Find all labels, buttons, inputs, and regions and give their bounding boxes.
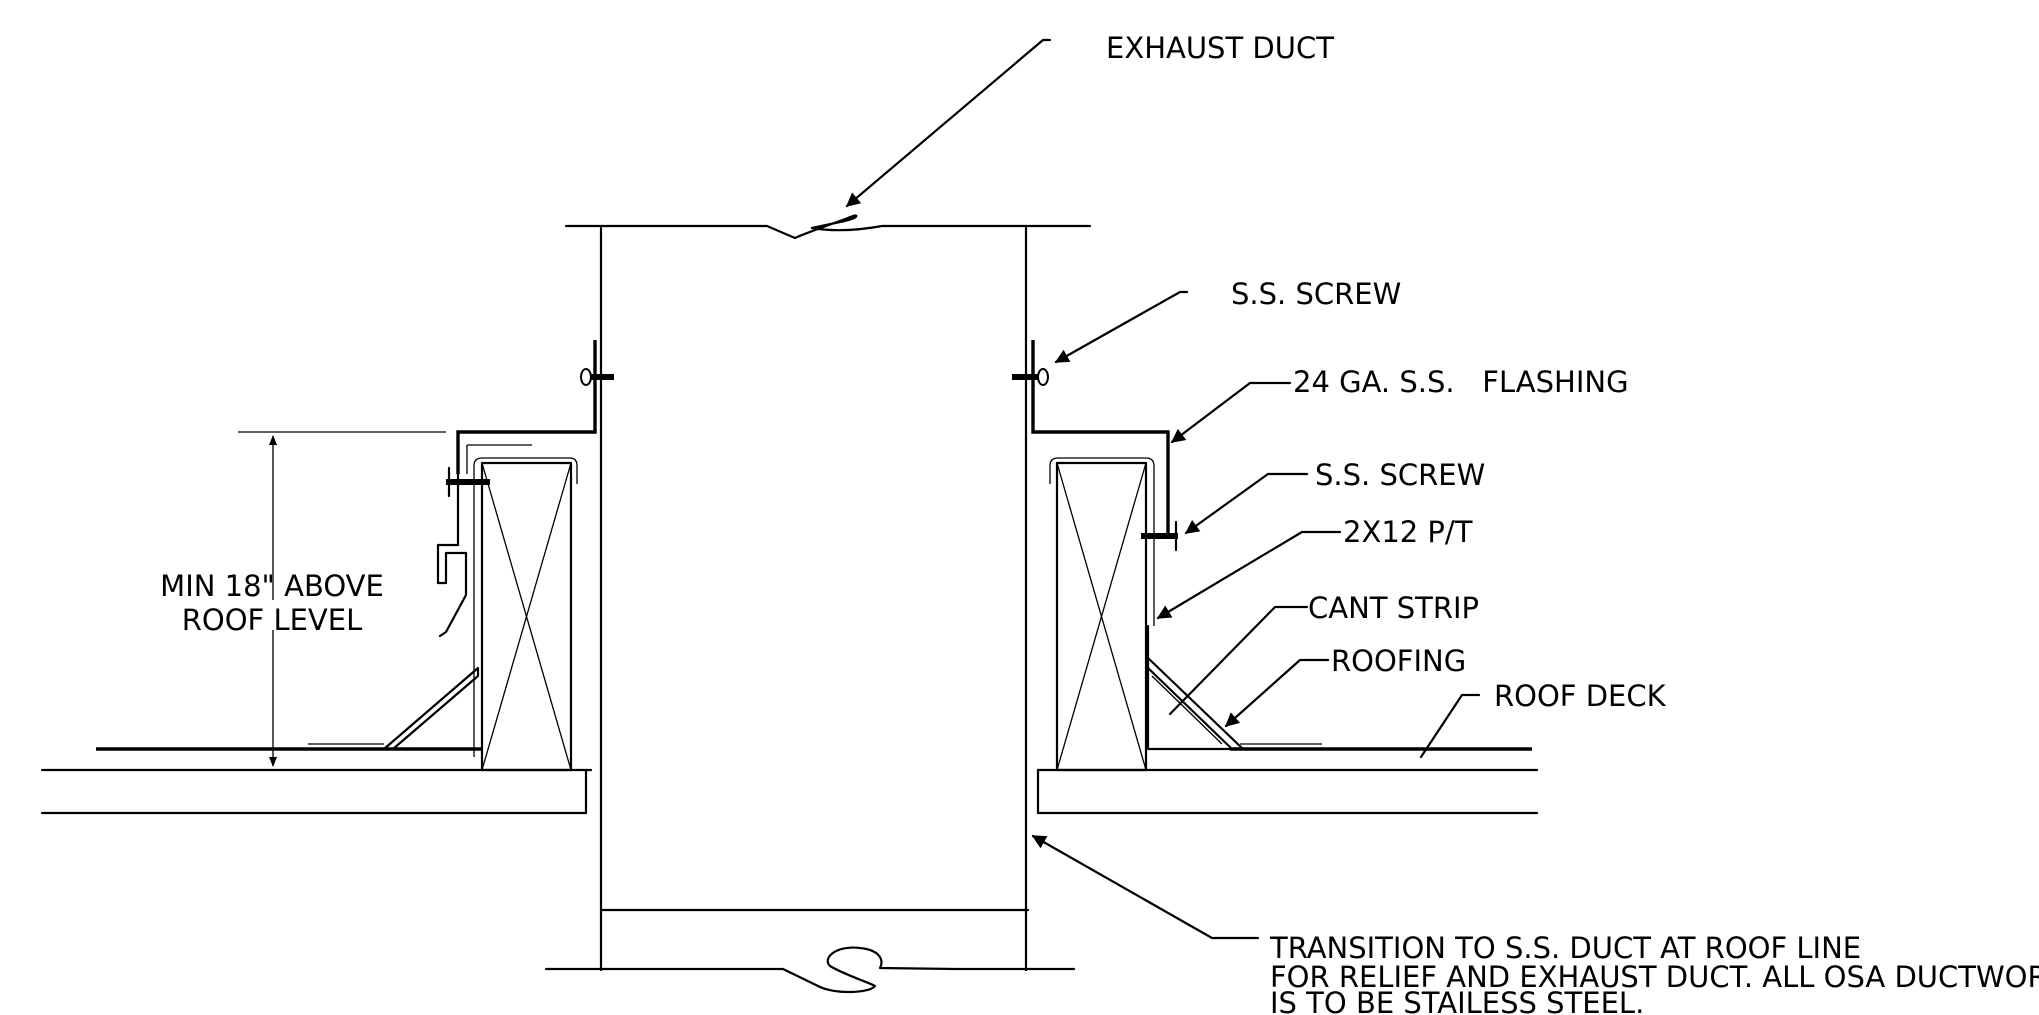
counter-flashing-left [436,340,597,638]
ss-screw-left-lower [446,466,490,498]
duct-bottom-break-line [544,946,1076,994]
flashing-wrap-right [1049,457,1155,626]
exhaust-duct-label: EXHAUST DUCT [1106,31,1334,65]
transition-note-line2: FOR RELIEF AND EXHAUST DUCT. ALL OSA DUC… [1270,960,2039,994]
roof-deck-right [1036,768,1539,815]
transition-leader [1031,834,1260,940]
min-height-dimension [238,431,446,771]
ss-screw-top-leader [1054,290,1189,364]
cant-strip-label: CANT STRIP [1308,591,1479,625]
transition-note-line3: IS TO BE STAILESS STEEL. [1270,986,1644,1015]
flashing-label: 24 GA. S.S. FLASHING [1293,365,1629,399]
cant-strip-left [382,666,480,751]
ss-screw-mid-label: S.S. SCREW [1315,458,1485,492]
cant-strip-right [1146,656,1245,751]
roof-deck-leader [1419,693,1481,759]
curb-2x12-left [480,461,573,772]
exhaust-duct [599,226,1030,972]
lumber-leader [1156,530,1342,620]
min-height-label-line2: ROOF LEVEL [182,603,363,637]
roof-deck-label: ROOF DECK [1494,679,1667,713]
ss-screw-mid-leader [1184,472,1309,535]
duct-top-break-line [564,214,1092,240]
min-height-label-line1: MIN 18" ABOVE [160,569,384,603]
lumber-label: 2X12 P/T [1343,515,1473,549]
flashing-wrap-left [473,457,578,757]
ss-screw-top-label: S.S. SCREW [1231,277,1401,311]
roofing-label: ROOFING [1331,644,1466,678]
transition-note-line1: TRANSITION TO S.S. DUCT AT ROOF LINE [1269,931,1861,965]
roof-deck-left [40,768,593,815]
flashing-leader [1170,381,1292,444]
ss-screw-right-upper [1012,368,1049,386]
roofing-leader [1224,658,1330,728]
counter-flashing-right [1031,340,1234,751]
curb-2x12-right [1055,461,1148,772]
cant-strip-leader [1168,605,1309,716]
ss-screw-right-lower [1141,520,1178,552]
exhaust-duct-leader [845,38,1052,208]
ss-screw-left-upper [580,368,614,386]
roofing-membrane [96,743,1532,751]
